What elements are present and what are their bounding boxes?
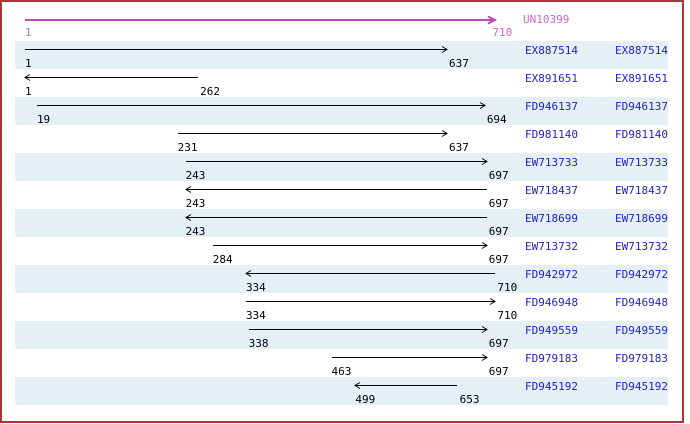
accession-label[interactable]: FD942972 (525, 268, 578, 281)
accession-label[interactable]: FD946948 (525, 296, 578, 309)
alignment-end-coordinate: 710 (497, 309, 518, 322)
alignment-row: 243 697 EW713733 EW713733 (0, 153, 690, 181)
accession-label-duplicate[interactable]: FD979183 (615, 352, 668, 365)
accession-label[interactable]: EW713733 (525, 156, 578, 169)
alignment-arrow-icon (25, 46, 448, 53)
accession-label-duplicate[interactable]: FD945192 (615, 380, 668, 393)
accession-label-duplicate[interactable]: EX887514 (615, 44, 668, 57)
alignment-start-coordinate: 243 (185, 225, 206, 238)
alignment-arrow-icon (36, 102, 486, 109)
reference-start-coordinate: 1 (25, 26, 32, 39)
accession-label[interactable]: EW718437 (525, 184, 578, 197)
alignment-row: 1 637 EX887514 EX887514 (0, 41, 690, 69)
alignment-row: 243 697 EW718437 EW718437 (0, 181, 690, 209)
row-band (15, 265, 668, 293)
alignment-start-coordinate: 338 (248, 337, 269, 350)
row-band (15, 321, 668, 349)
alignment-row: 231 637 FD981140 FD981140 (0, 125, 690, 153)
alignment-end-coordinate: 653 (459, 393, 480, 406)
row-band (15, 97, 668, 125)
accession-label[interactable]: EX891651 (525, 72, 578, 85)
alignment-end-coordinate: 697 (488, 253, 509, 266)
reference-end-coordinate: 710 (492, 26, 513, 39)
accession-label[interactable]: FD979183 (525, 352, 578, 365)
accession-label-duplicate[interactable]: EW718437 (615, 184, 668, 197)
accession-label[interactable]: FD946137 (525, 100, 578, 113)
alignment-end-coordinate: 710 (497, 281, 518, 294)
accession-label-duplicate[interactable]: FD981140 (615, 128, 668, 141)
alignment-start-coordinate: 19 (36, 113, 51, 126)
alignment-end-coordinate: 697 (488, 365, 509, 378)
alignment-arrow-icon (185, 158, 488, 165)
alignment-arrow-icon (245, 298, 496, 305)
alignment-start-coordinate: 1 (25, 57, 32, 70)
accession-label-duplicate[interactable]: FD942972 (615, 268, 668, 281)
alignment-arrow-icon (248, 326, 488, 333)
accession-label[interactable]: EW713732 (525, 240, 578, 253)
accession-label[interactable]: EW718699 (525, 212, 578, 225)
alignment-row: 1 262 EX891651 EX891651 (0, 69, 690, 97)
alignment-start-coordinate: 231 (177, 141, 198, 154)
alignment-arrow-icon (184, 186, 487, 193)
alignment-start-coordinate: 499 (355, 393, 376, 406)
alignment-arrow-icon (24, 74, 198, 81)
alignment-row: 334 710 FD942972 FD942972 (0, 265, 690, 293)
alignment-start-coordinate: 334 (245, 281, 266, 294)
alignment-start-coordinate: 243 (185, 197, 206, 210)
accession-label[interactable]: FD945192 (525, 380, 578, 393)
alignment-row: 243 697 EW718699 EW718699 (0, 209, 690, 237)
alignment-start-coordinate: 243 (185, 169, 206, 182)
accession-label-duplicate[interactable]: EW713732 (615, 240, 668, 253)
accession-label-duplicate[interactable]: FD946137 (615, 100, 668, 113)
accession-label[interactable]: FD949559 (525, 324, 578, 337)
alignment-row: 19 694 FD946137 FD946137 (0, 97, 690, 125)
alignment-row: 284 697 EW713732 EW713732 (0, 237, 690, 265)
alignment-arrow-icon (177, 130, 448, 137)
alignment-end-coordinate: 697 (488, 169, 509, 182)
row-band (15, 41, 668, 69)
alignment-row: 499 653 FD945192 FD945192 (0, 377, 690, 405)
reference-name: UN10399 (523, 13, 570, 26)
accession-label-duplicate[interactable]: FD946948 (615, 296, 668, 309)
alignment-start-coordinate: 1 (25, 85, 32, 98)
alignment-row: 463 697 FD979183 FD979183 (0, 349, 690, 377)
alignment-row: 338 697 FD949559 FD949559 (0, 321, 690, 349)
alignment-end-coordinate: 697 (488, 337, 509, 350)
accession-label[interactable]: EX887514 (525, 44, 578, 57)
alignment-end-coordinate: 637 (449, 57, 469, 70)
alignment-end-coordinate: 637 (449, 141, 469, 154)
alignment-end-coordinate: 694 (486, 113, 507, 126)
alignment-start-coordinate: 284 (212, 253, 233, 266)
accession-label-duplicate[interactable]: EW713733 (615, 156, 668, 169)
alignment-arrow-icon (331, 354, 488, 361)
row-band (15, 153, 668, 181)
accession-label[interactable]: FD981140 (525, 128, 578, 141)
accession-label-duplicate[interactable]: EX891651 (615, 72, 668, 85)
reference-arrow-icon (25, 15, 498, 25)
alignment-start-coordinate: 334 (245, 309, 266, 322)
accession-label-duplicate[interactable]: FD949559 (615, 324, 668, 337)
alignment-arrow-icon (212, 242, 488, 249)
row-band (15, 377, 668, 405)
alignment-arrow-icon (184, 214, 487, 221)
accession-label-duplicate[interactable]: EW718699 (615, 212, 668, 225)
alignment-end-coordinate: 697 (488, 197, 509, 210)
alignment-arrow-icon (244, 270, 495, 277)
alignment-arrow-icon (354, 382, 458, 389)
alignment-start-coordinate: 463 (331, 365, 352, 378)
alignment-end-coordinate: 697 (488, 225, 509, 238)
row-band (15, 209, 668, 237)
alignment-end-coordinate: 262 (200, 85, 221, 98)
alignment-row: 334 710 FD946948 FD946948 (0, 293, 690, 321)
